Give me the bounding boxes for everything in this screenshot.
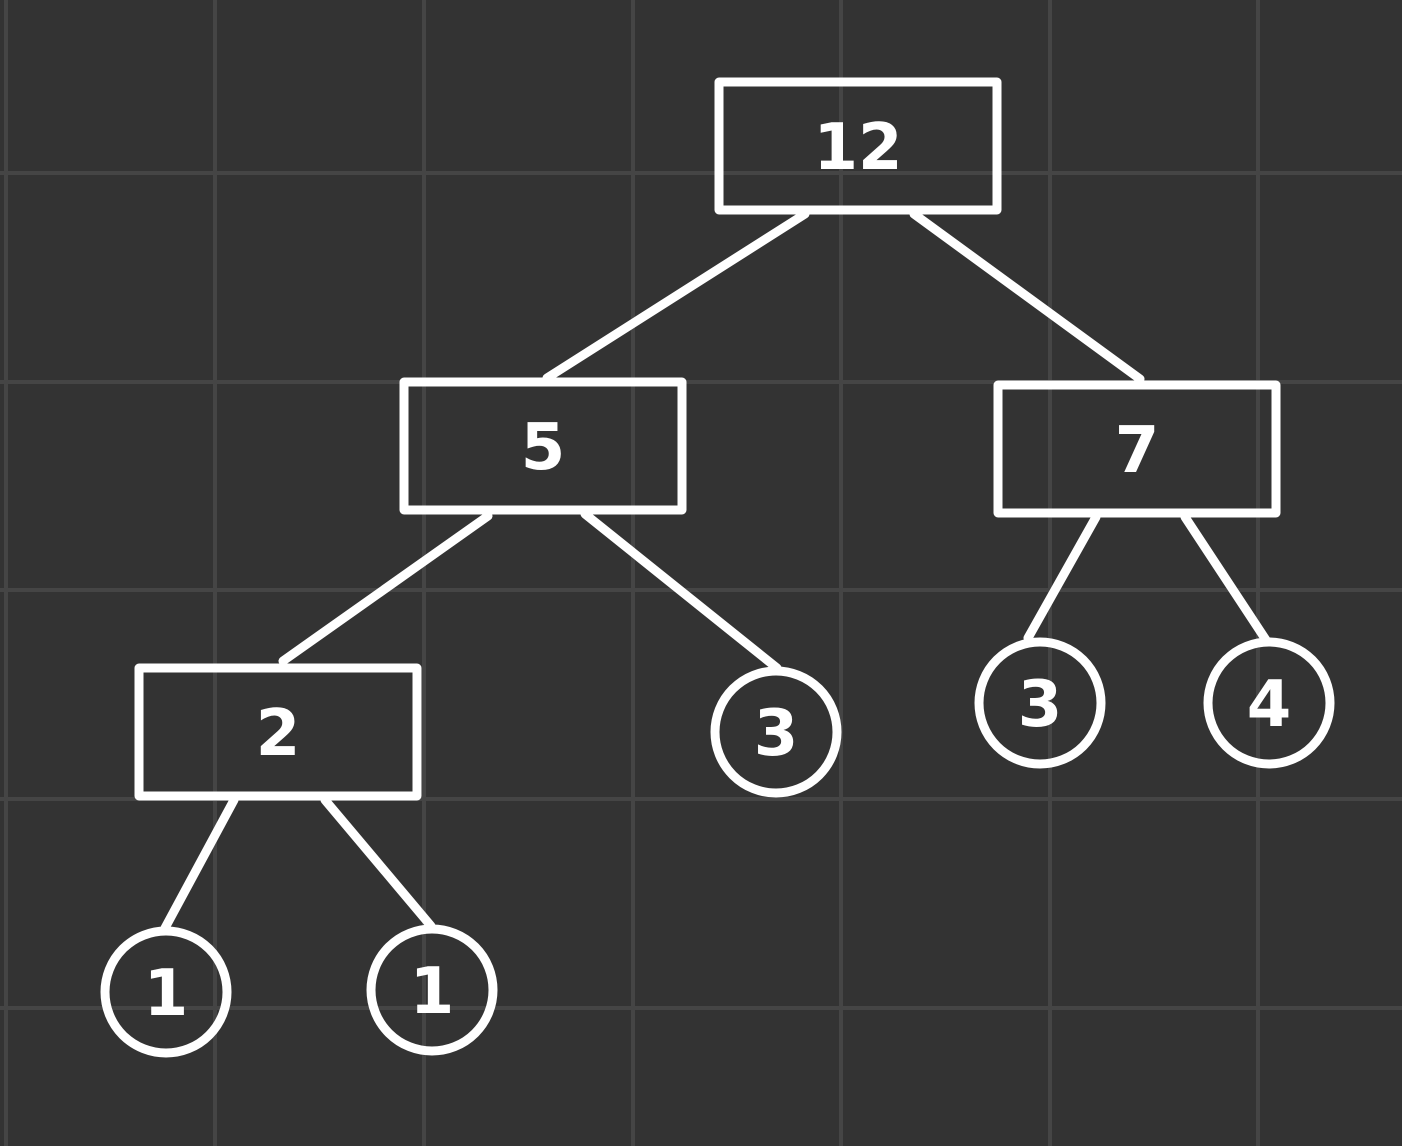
node-box: [134, 663, 422, 801]
node-circle: [974, 637, 1106, 769]
node-circle: [710, 666, 842, 798]
edge-n12-to-n7: [909, 209, 1145, 384]
internal-node-n2: 2: [134, 663, 422, 801]
edge-n12-to-n5: [542, 209, 810, 383]
node-label: 1: [144, 957, 189, 1031]
node-label: 7: [1115, 414, 1160, 488]
leaf-node-n4: 4: [1203, 637, 1335, 769]
node-circle: [100, 926, 232, 1058]
node-circle: [366, 924, 498, 1056]
leaf-node-n1a: 1: [100, 926, 232, 1058]
internal-node-n12: 12: [714, 77, 1002, 215]
tree-edges: [160, 209, 1271, 933]
node-label: 3: [754, 697, 799, 771]
leaf-node-n3b: 3: [974, 637, 1106, 769]
edge-n5-to-n3a: [580, 509, 782, 673]
leaf-node-n3a: 3: [710, 666, 842, 798]
node-box: [714, 77, 1002, 215]
node-circle: [1203, 637, 1335, 769]
node-label: 1: [410, 955, 455, 1029]
node-label: 12: [813, 111, 902, 185]
node-label: 4: [1247, 668, 1292, 742]
node-label: 2: [256, 697, 301, 771]
leaf-node-n1b: 1: [366, 924, 498, 1056]
edge-n2-to-n1a: [160, 795, 239, 933]
internal-node-n5: 5: [399, 377, 687, 515]
node-label: 5: [521, 411, 566, 485]
edge-n7-to-n4: [1180, 512, 1271, 645]
edge-n2-to-n1b: [320, 795, 436, 931]
node-box: [399, 377, 687, 515]
edge-n5-to-n2: [278, 511, 493, 666]
node-box: [993, 380, 1281, 518]
internal-node-n7: 7: [993, 380, 1281, 518]
node-label: 3: [1018, 668, 1063, 742]
tree-nodes: 12 5 7 2 3 3 4 1 1: [100, 77, 1335, 1058]
edge-n7-to-n3b: [1023, 512, 1101, 643]
